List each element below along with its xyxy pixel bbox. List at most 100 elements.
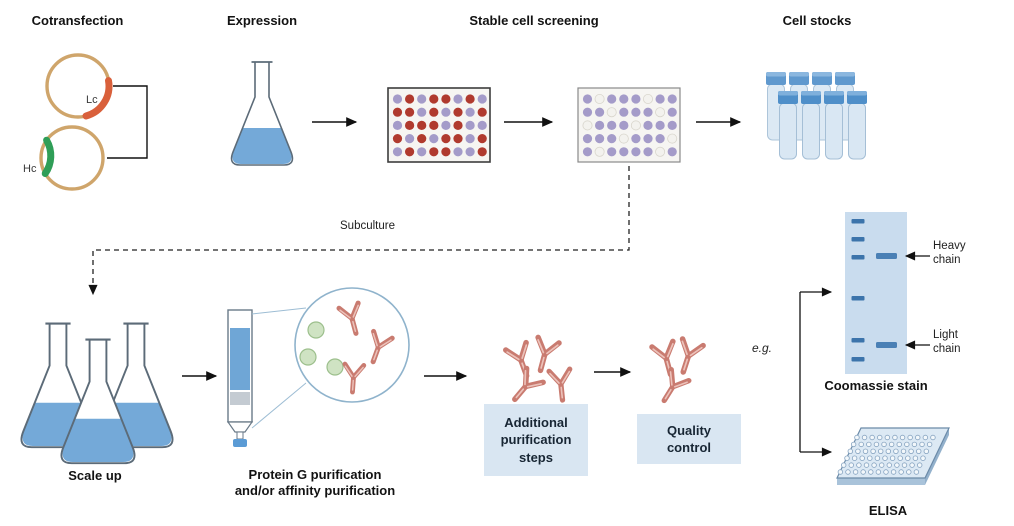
antibody-icon <box>652 341 681 377</box>
well-dot <box>607 94 617 104</box>
elisa-well <box>856 462 862 468</box>
well-dot <box>429 107 439 117</box>
well-dot <box>606 107 617 118</box>
elisa-well <box>889 455 896 461</box>
column-valve <box>233 439 247 447</box>
well-dot <box>631 147 641 157</box>
antibody-icon <box>506 343 537 380</box>
elisa-well <box>926 441 933 448</box>
label-eg: e.g. <box>752 341 773 355</box>
elisa-well <box>883 469 889 475</box>
elisa-well <box>912 455 919 461</box>
well-dot <box>595 107 605 117</box>
elisa-well <box>901 462 908 468</box>
well-dot <box>417 107 427 117</box>
elisa-well <box>844 455 850 461</box>
elisa-well <box>859 455 865 461</box>
elisa-well <box>923 448 930 454</box>
box-additional-purification: Additional purification steps <box>484 404 588 476</box>
gel-ladder-band <box>851 357 865 362</box>
well-dot <box>667 147 677 157</box>
elisa-well <box>898 469 904 475</box>
elisa-well <box>850 441 857 448</box>
label-expression: Expression <box>226 13 298 28</box>
label-light-chain: Light chain <box>933 329 961 355</box>
elisa-well <box>915 434 921 441</box>
elisa-well <box>911 441 918 448</box>
elisa-well <box>851 455 858 461</box>
antibody-cluster-2 <box>652 339 703 406</box>
well-dot <box>392 120 403 130</box>
elisa-well <box>886 462 892 468</box>
antibody-icon <box>507 368 544 406</box>
elisa-well <box>893 448 899 454</box>
well-dot <box>582 120 593 131</box>
well-dot <box>655 146 666 157</box>
label-protein-g: Protein G purification and/or affinity p… <box>234 467 396 499</box>
well-dot <box>619 147 629 157</box>
well-plate-2 <box>577 87 681 163</box>
well-dot <box>655 94 665 104</box>
well-dot <box>582 134 593 144</box>
well-dot <box>441 94 451 104</box>
gel-ladder-band <box>851 338 865 343</box>
well-dot <box>582 94 593 104</box>
well-dot <box>477 94 487 104</box>
well-dot <box>453 147 463 157</box>
well-dot <box>643 107 653 117</box>
subculture-path <box>88 166 630 296</box>
scale-up-flasks <box>20 322 174 465</box>
elisa-well <box>875 469 882 475</box>
well-dot <box>655 120 665 130</box>
well-dot <box>643 134 653 144</box>
well-dot <box>405 120 415 130</box>
well-dot <box>429 134 439 144</box>
elisa-well <box>862 448 869 454</box>
elisa-well <box>888 441 895 448</box>
well-dot <box>631 94 641 104</box>
protein-g-column <box>226 309 254 447</box>
well-dot <box>441 134 451 144</box>
well-dot <box>582 107 593 117</box>
label-heavy-chain: Heavy chain <box>933 240 966 266</box>
elisa-well <box>873 441 880 448</box>
well-dot <box>392 147 403 157</box>
elisa-well <box>858 441 864 448</box>
label-stable-cell-screening: Stable cell screening <box>469 13 599 28</box>
well-dot <box>417 94 427 104</box>
elisa-well <box>863 462 870 468</box>
gel-band-light <box>876 342 897 348</box>
well-dot <box>465 107 475 117</box>
well-dot <box>595 120 605 130</box>
well-dot <box>405 147 415 157</box>
elisa-well <box>881 441 887 448</box>
well-dot <box>655 107 666 118</box>
well-dot <box>429 120 439 130</box>
elisa-well <box>930 434 936 441</box>
label-elisa: ELISA <box>868 503 908 518</box>
elisa-well <box>897 455 903 461</box>
label-hc: Hc <box>23 163 37 175</box>
well-dot <box>630 120 641 131</box>
well-dot <box>667 120 677 130</box>
label-lc: Lc <box>86 94 98 106</box>
elisa-well <box>840 462 847 468</box>
well-dot <box>465 134 475 144</box>
well-dot <box>392 94 403 104</box>
elisa-well <box>909 462 915 468</box>
hc-insert <box>41 136 55 177</box>
column-frit <box>230 392 250 405</box>
well-dot <box>417 147 427 157</box>
well-dot <box>618 133 629 144</box>
elisa-well <box>878 448 884 454</box>
antibody-icon <box>655 370 688 406</box>
bead <box>299 348 317 366</box>
expression-flask <box>230 61 294 166</box>
elisa-well <box>837 469 844 475</box>
well-dot <box>429 147 439 157</box>
well-dot <box>667 107 677 117</box>
elisa-well <box>845 469 851 475</box>
cryovial <box>800 90 822 160</box>
